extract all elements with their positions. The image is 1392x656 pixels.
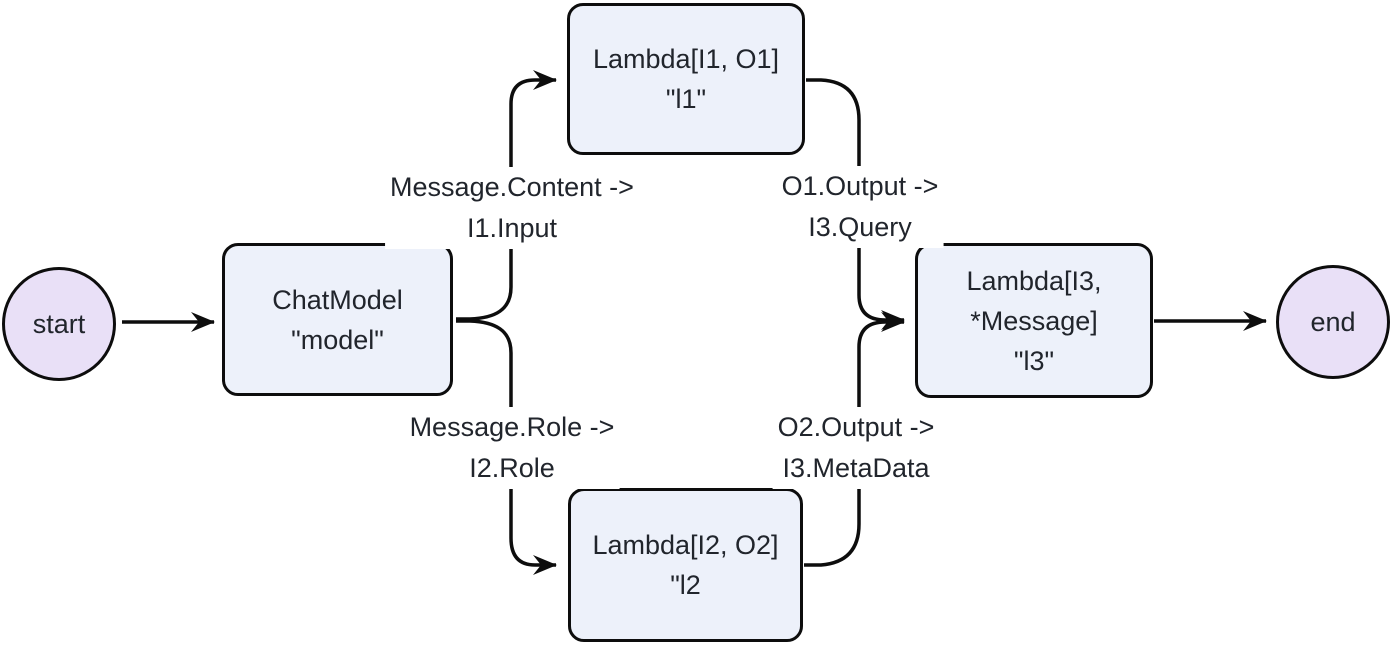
- node-end-label: end: [1310, 307, 1356, 337]
- edge-l2-to-l3: [804, 312, 905, 567]
- edge-label-message-role: Message.Role -> I2.Role: [404, 407, 620, 489]
- edge-label-message-content: Message.Content -> I1.Input: [385, 167, 639, 249]
- node-lambda-l1-label: Lambda[I1, O1] "l1": [592, 44, 780, 114]
- edge-l1-to-l3: [806, 78, 905, 330]
- node-start-label: start: [32, 309, 86, 339]
- edge-label-o1-output: O1.Output -> I3.Query: [776, 166, 944, 248]
- node-start: start: [2, 267, 116, 381]
- node-lambda-l3: Lambda[I3, *Message] "l3": [915, 243, 1153, 398]
- edge-model-to-l1: [456, 70, 557, 321]
- node-chatmodel: ChatModel "model": [222, 243, 453, 396]
- edge-model-to-l2: [456, 319, 557, 575]
- node-lambda-l3-label: Lambda[I3, *Message] "l3": [966, 265, 1102, 376]
- node-end: end: [1276, 265, 1390, 379]
- node-lambda-l2-label: Lambda[I2, O2] "l2: [592, 530, 779, 600]
- node-lambda-l2: Lambda[I2, O2] "l2: [568, 488, 803, 642]
- node-chatmodel-label: ChatModel "model": [272, 284, 403, 355]
- node-lambda-l1: Lambda[I1, O1] "l1": [567, 3, 805, 155]
- edge-label-o2-output: O2.Output -> I3.MetaData: [772, 407, 940, 489]
